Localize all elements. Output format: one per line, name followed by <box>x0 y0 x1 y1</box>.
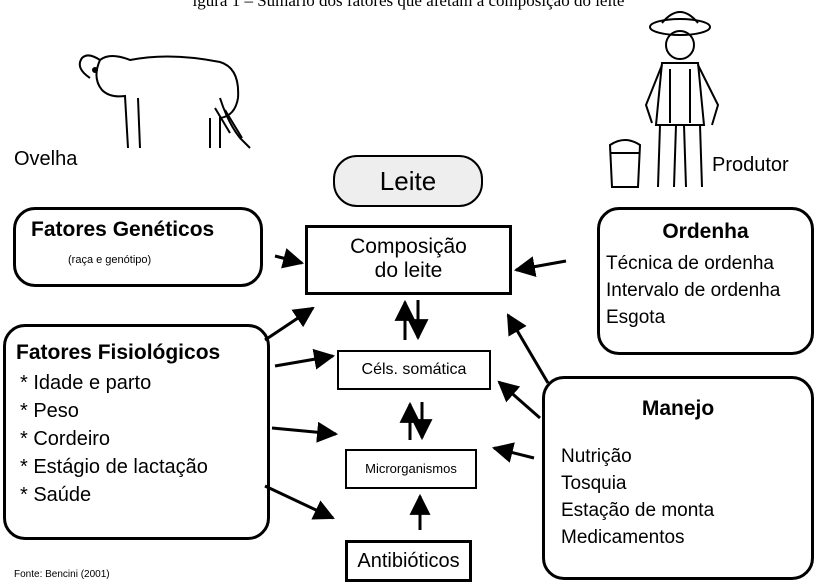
arrow-manejo-micro <box>491 442 535 463</box>
geneticos-node: Fatores Genéticos (raça e genótipo) <box>13 207 263 287</box>
arrow-manejo-composicao <box>506 313 550 384</box>
ordenha-item: Intervalo de ordenha <box>606 280 781 301</box>
farmer-illustration <box>608 11 720 188</box>
fisiologicos-node: Fatores Fisiológicos * Idade e parto * P… <box>3 324 270 540</box>
fisiologicos-item: * Idade e parto <box>20 372 152 394</box>
fisiologicos-title: Fatores Fisiológicos <box>16 341 221 364</box>
manejo-item: Medicamentos <box>561 527 685 548</box>
ordenha-title: Ordenha <box>662 220 749 243</box>
antibioticos-label: Antibióticos <box>357 550 460 572</box>
antibioticos-node: Antibióticos <box>345 540 472 582</box>
arrow-fisiologicos-antibioticos <box>264 484 335 520</box>
figure-caption: igura 1 – Sumário dos fatores que afetam… <box>192 0 625 10</box>
manejo-item: Estação de monta <box>561 500 715 521</box>
manejo-item: Tosquia <box>561 473 627 494</box>
manejo-node: Manejo Nutrição Tosquia Estação de monta… <box>542 376 814 580</box>
arrow-fisiologicos-cels <box>274 348 336 370</box>
manejo-item: Nutrição <box>561 446 632 467</box>
fisiologicos-item: * Cordeiro <box>20 428 111 450</box>
farmer-label: Produtor <box>712 154 789 176</box>
fisiologicos-item: * Saúde <box>20 484 92 506</box>
geneticos-title: Fatores Genéticos <box>31 218 215 241</box>
arrow-fisiologicos-micro <box>271 421 339 443</box>
fisiologicos-item: * Estágio de lactação <box>20 456 208 478</box>
source-note: Fonte: Bencini (2001) <box>14 569 110 580</box>
composicao-line-1: Composição <box>350 235 467 258</box>
arrow-manejo-cels <box>497 380 541 420</box>
cels-label: Céls. somática <box>361 361 467 378</box>
arrow-fisiologicos-composicao <box>264 306 315 342</box>
composicao-line-2: do leite <box>374 259 443 282</box>
sheep-label: Ovelha <box>14 148 78 170</box>
arrow-geneticos-composicao <box>274 248 305 269</box>
leite-label: Leite <box>379 166 437 196</box>
cels-node: Céls. somática <box>337 350 491 390</box>
manejo-title: Manejo <box>641 397 715 420</box>
fisiologicos-item: * Peso <box>20 400 79 422</box>
sheep-illustration <box>78 54 251 149</box>
arrow-ordenha-composicao <box>513 256 567 277</box>
ordenha-item: Técnica de ordenha <box>606 253 774 274</box>
micro-node: Microrganismos <box>345 449 477 489</box>
micro-label: Microrganismos <box>365 461 457 476</box>
composicao-node: Composição do leite <box>305 225 512 295</box>
ordenha-item: Esgota <box>606 307 666 328</box>
geneticos-subtitle: (raça e genótipo) <box>68 254 152 266</box>
leite-node: Leite <box>333 155 483 207</box>
ordenha-node: Ordenha Técnica de ordenha Intervalo de … <box>597 207 814 355</box>
